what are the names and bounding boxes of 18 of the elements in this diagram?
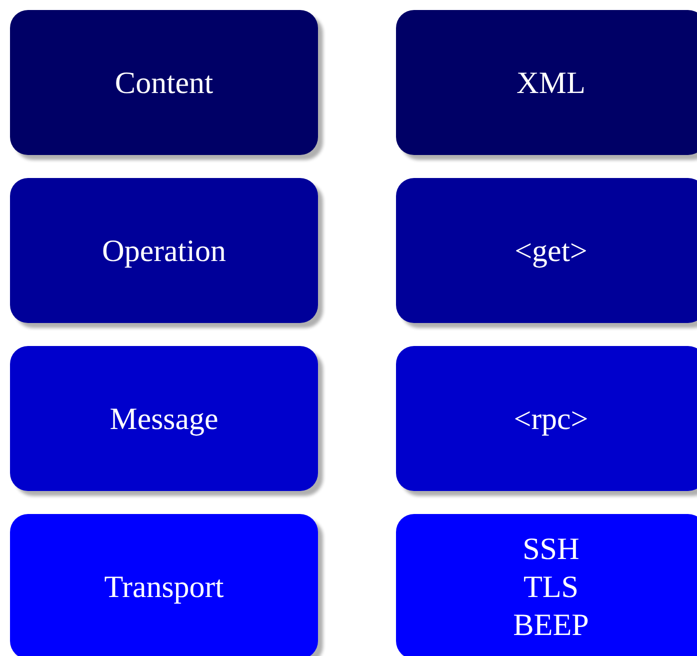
layer-box	[396, 346, 697, 491]
layer-label: BEEP	[513, 606, 589, 644]
layer-label: Content	[114, 64, 214, 102]
layer-label: Operation	[102, 232, 226, 270]
layer-label: SSH	[522, 530, 580, 568]
layer-box	[10, 346, 318, 491]
layer-label: TLS	[523, 568, 579, 606]
layer-label: <rpc>	[514, 400, 588, 438]
layer-label: XML	[516, 64, 586, 102]
layer-label: <get>	[514, 232, 588, 270]
layer-box	[396, 514, 697, 656]
layer-box	[396, 10, 697, 155]
layer-box	[10, 178, 318, 323]
layer-box	[10, 10, 318, 155]
layer-label: Message	[110, 400, 218, 438]
layer-box	[10, 514, 318, 656]
layer-label: Transport	[104, 568, 224, 606]
layer-box	[396, 178, 697, 323]
